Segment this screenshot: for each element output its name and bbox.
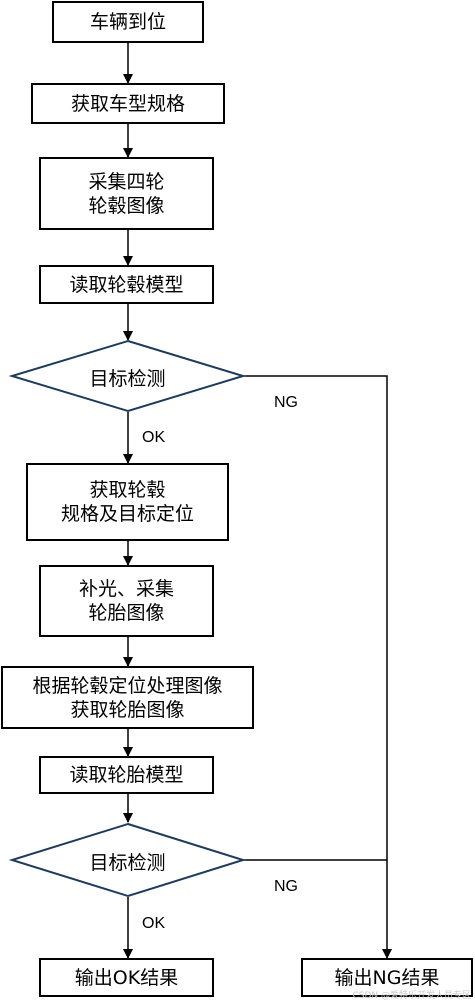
node-light-capture-tire: 补光、采集 轮胎图像 — [39, 565, 214, 637]
watermark: CSDN @爱特乐开发人员专区 — [352, 991, 471, 1001]
arrow-d1-ng — [243, 375, 392, 959]
node-vehicle-arrival: 车辆到位 — [52, 1, 204, 43]
decision-1-label: 目标检测 — [89, 368, 166, 390]
decision-shape-2 — [8, 822, 247, 898]
node-get-vehicle-spec: 获取车型规格 — [31, 83, 225, 124]
decision-shape-1 — [8, 339, 247, 413]
ng-label-2: NG — [274, 878, 298, 895]
node-capture-wheel-images: 采集四轮 轮毂图像 — [39, 157, 214, 230]
node-output-ok: 输出OK结果 — [39, 958, 214, 997]
node-read-tire-model: 读取轮胎模型 — [39, 756, 214, 794]
ok-label-1: OK — [142, 429, 166, 446]
node-output-ng: 输出NG结果 — [301, 958, 473, 997]
decision-2-label: 目标检测 — [89, 852, 166, 874]
node-get-wheel-spec-locate: 获取轮毂 规格及目标定位 — [26, 463, 229, 541]
node-process-image-get-tire: 根据轮毂定位处理图像 获取轮胎图像 — [1, 666, 254, 729]
node-read-wheel-model: 读取轮毂模型 — [39, 265, 214, 304]
ok-label-2: OK — [142, 915, 166, 932]
ng-label-1: NG — [274, 394, 298, 411]
